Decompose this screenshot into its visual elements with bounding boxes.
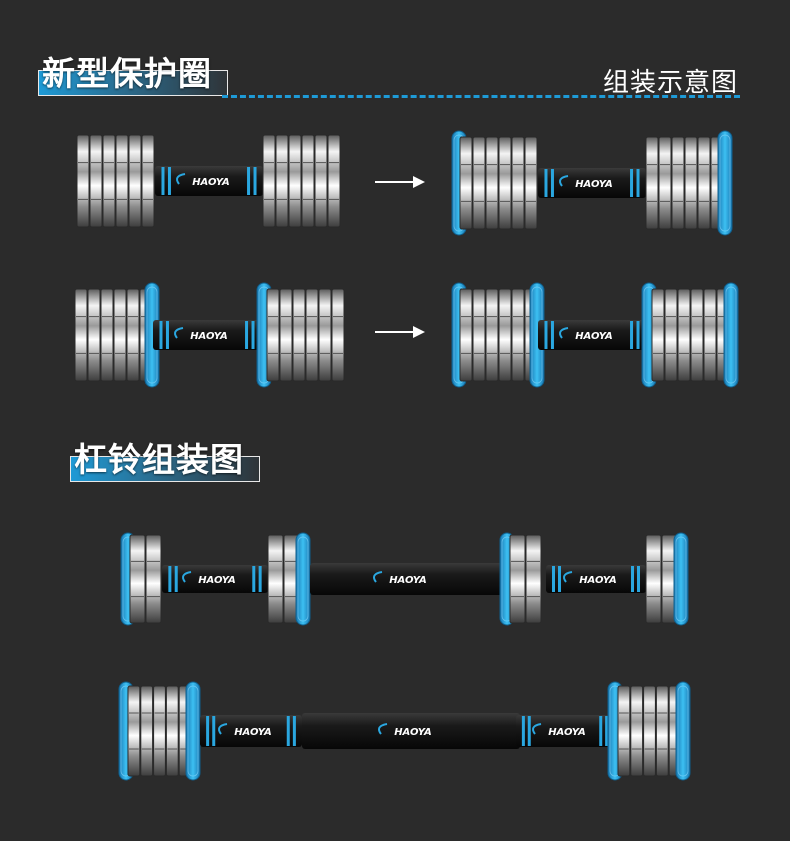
assembly-subtitle: 组装示意图 — [602, 68, 738, 98]
dashed-divider — [222, 95, 740, 98]
handle-bar: HAOYA — [310, 563, 502, 595]
section-title-protector: 新型保护圈 — [38, 52, 228, 96]
title-plate — [70, 456, 260, 482]
weight-plates — [459, 288, 538, 382]
brand-logo-text: HAOYA — [575, 331, 613, 342]
handle-bar: HAOYA — [546, 565, 646, 593]
brand-logo-text: HAOYA — [234, 727, 272, 738]
protector-ring — [185, 681, 201, 781]
weight-plates — [645, 136, 724, 230]
handle-bar: HAOYA — [162, 565, 268, 593]
weight-plates — [509, 534, 542, 624]
protector-ring — [295, 532, 311, 626]
brand-logo-text: HAOYA — [190, 331, 228, 342]
weight-plates — [76, 134, 155, 228]
right-arrow-icon — [375, 326, 425, 338]
handle-bar: HAOYA — [538, 320, 646, 350]
brand-logo-text: HAOYA — [389, 575, 427, 586]
weight-plates — [127, 685, 192, 777]
protector-ring — [675, 681, 691, 781]
protector-ring — [717, 130, 733, 236]
section-title-text: 杠铃组装图 — [74, 440, 244, 479]
weight-plates — [645, 534, 678, 624]
title-plate — [38, 70, 228, 96]
handle-bar: HAOYA — [153, 320, 261, 350]
handle-bar: HAOYA — [302, 713, 520, 749]
handle-bar: HAOYA — [516, 715, 614, 747]
right-arrow-icon — [375, 176, 425, 188]
brand-logo-text: HAOYA — [394, 727, 432, 738]
brand-logo-text: HAOYA — [192, 177, 230, 188]
weight-plates — [651, 288, 730, 382]
handle-bar: HAOYA — [538, 168, 646, 198]
section-title-barbell: 杠铃组装图 — [70, 438, 260, 482]
weight-plates — [129, 534, 162, 624]
weight-plates — [459, 136, 538, 230]
weight-plates — [266, 288, 345, 382]
protector-ring — [673, 532, 689, 626]
handle-bar: HAOYA — [200, 715, 302, 747]
brand-logo-text: HAOYA — [579, 575, 617, 586]
handle-bar: HAOYA — [155, 166, 263, 196]
weight-plates — [74, 288, 153, 382]
weight-plates — [267, 534, 300, 624]
brand-logo-text: HAOYA — [198, 575, 236, 586]
weight-plates — [617, 685, 682, 777]
weight-plates — [262, 134, 341, 228]
brand-logo-text: HAOYA — [548, 727, 586, 738]
brand-logo-text: HAOYA — [575, 179, 613, 190]
protector-ring — [723, 282, 739, 388]
section-title-text: 新型保护圈 — [42, 54, 212, 93]
